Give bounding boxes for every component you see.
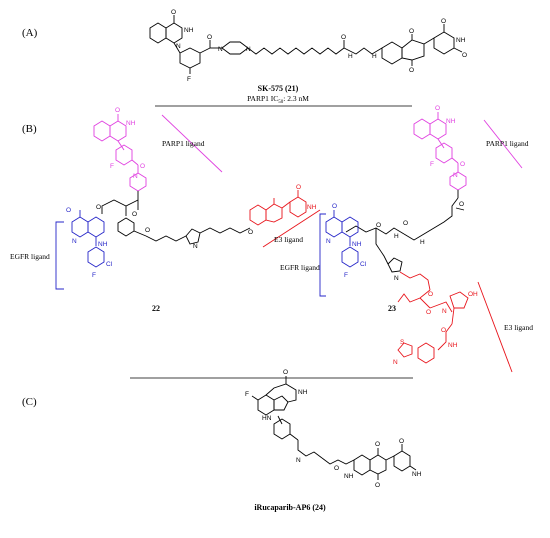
- compound-23-egfr-moiety: [325, 210, 359, 268]
- atom-label: O: [462, 52, 467, 59]
- compound-22-parp1-moiety: [93, 114, 147, 192]
- atom-label: F: [430, 161, 434, 168]
- atom-label: H: [348, 53, 353, 60]
- atom-label: H: [420, 239, 425, 246]
- panel-b-label: (B): [22, 123, 37, 135]
- sk575-structure: [149, 15, 463, 74]
- atom-label: O: [409, 67, 414, 74]
- atom-label: O: [399, 438, 404, 445]
- parp1-label-22: PARP1 ligand: [162, 139, 205, 148]
- atom-label: NH: [412, 471, 422, 478]
- atom-label: O: [441, 327, 446, 334]
- atom-label: O: [341, 34, 346, 41]
- atom-label: O: [428, 291, 433, 298]
- atom-label: O: [66, 207, 71, 214]
- atom-label: NH: [456, 37, 466, 44]
- atom-label: H: [372, 53, 377, 60]
- sk575-caption: SK-575 (21): [258, 84, 299, 93]
- atom-label: NH: [307, 204, 317, 211]
- atom-label: N: [193, 243, 198, 250]
- egfr-bracket-23: [319, 213, 326, 297]
- atom-label: O: [171, 9, 176, 16]
- e3-bracket-22: [262, 209, 321, 248]
- atom-label: O: [441, 18, 446, 25]
- iRucaparib-caption: iRucaparib-AP6 (24): [254, 503, 326, 512]
- compound-23-parp1-moiety: [413, 112, 467, 191]
- e3-label-23: E3 ligand: [504, 323, 533, 332]
- e3-label-22: E3 ligand: [274, 235, 303, 244]
- atom-label: O: [132, 211, 137, 218]
- panel-c-label: (C): [22, 396, 37, 408]
- compound-22-linker: [101, 191, 251, 245]
- atom-label: O: [248, 229, 253, 236]
- parp1-label-23: PARP1 ligand: [486, 139, 529, 148]
- atom-label: O: [435, 105, 440, 112]
- atom-label: H: [394, 233, 399, 240]
- atom-label: F: [187, 76, 191, 83]
- atom-label: NH: [298, 389, 308, 396]
- atom-label: O: [375, 482, 380, 489]
- atom-label: O: [426, 309, 431, 316]
- atom-label: NH: [344, 473, 354, 480]
- atom-label: Cl: [106, 261, 113, 268]
- atom-label: O: [403, 220, 408, 227]
- atom-label: NH: [184, 27, 194, 34]
- atom-label: N: [442, 308, 447, 315]
- compound-22-e3-moiety: [249, 190, 307, 226]
- atom-label: N: [393, 359, 398, 366]
- parp1-bracket-22: [161, 114, 223, 173]
- e3-bracket-23: [477, 281, 513, 373]
- atom-label: NH: [126, 120, 136, 127]
- atom-label: O: [115, 107, 120, 114]
- atom-label: O: [140, 163, 145, 170]
- compound-22-number: 22: [152, 304, 160, 313]
- atom-label: HN: [262, 415, 272, 422]
- atom-label: O: [96, 204, 101, 211]
- atom-label: S: [400, 339, 405, 346]
- iRucaparib-structure: [251, 376, 417, 480]
- panel-a-label: (A): [22, 27, 38, 39]
- atom-label: F: [110, 163, 114, 170]
- atom-label: NH: [448, 342, 458, 349]
- atom-label: N: [246, 46, 251, 53]
- egfr-bracket-22: [55, 221, 64, 290]
- atom-label: N: [72, 238, 77, 245]
- atom-label: F: [344, 272, 348, 279]
- sk575-activity: PARP1 IC50: 2.3 nM: [247, 94, 309, 105]
- atom-label: N: [296, 457, 301, 464]
- atom-label: O: [376, 222, 381, 229]
- atom-label: O: [409, 28, 414, 35]
- atom-label: Cl: [360, 261, 367, 268]
- atom-label: NH: [98, 241, 108, 248]
- atom-label: F: [245, 391, 249, 398]
- compound-23-e3-moiety: [397, 271, 469, 364]
- compound-23-linker: [345, 190, 465, 273]
- parp1-bracket-23: [483, 119, 523, 169]
- atom-label: O: [459, 201, 464, 208]
- egfr-label-23: EGFR ligand: [280, 263, 320, 272]
- atom-label: O: [283, 369, 288, 376]
- atom-label: O: [375, 441, 380, 448]
- atom-label: O: [145, 227, 150, 234]
- atom-label: O: [296, 184, 301, 191]
- atom-label: N: [394, 275, 399, 282]
- compound-22-egfr-moiety: [71, 210, 105, 268]
- atom-label: O: [460, 161, 465, 168]
- atom-label: N: [453, 172, 458, 179]
- atom-label: N: [218, 46, 223, 53]
- atom-label: N: [176, 43, 181, 50]
- atom-label: O: [207, 34, 212, 41]
- atom-label: O: [334, 465, 339, 472]
- egfr-label-22: EGFR ligand: [10, 252, 50, 261]
- atom-label: NH: [352, 241, 362, 248]
- atom-label: NH: [446, 118, 456, 125]
- atom-label: F: [92, 272, 96, 279]
- atom-label: N: [133, 173, 138, 180]
- compound-23-number: 23: [388, 304, 396, 313]
- atom-label: OH: [468, 291, 478, 298]
- atom-label: O: [332, 203, 337, 210]
- atom-label: N: [326, 238, 331, 245]
